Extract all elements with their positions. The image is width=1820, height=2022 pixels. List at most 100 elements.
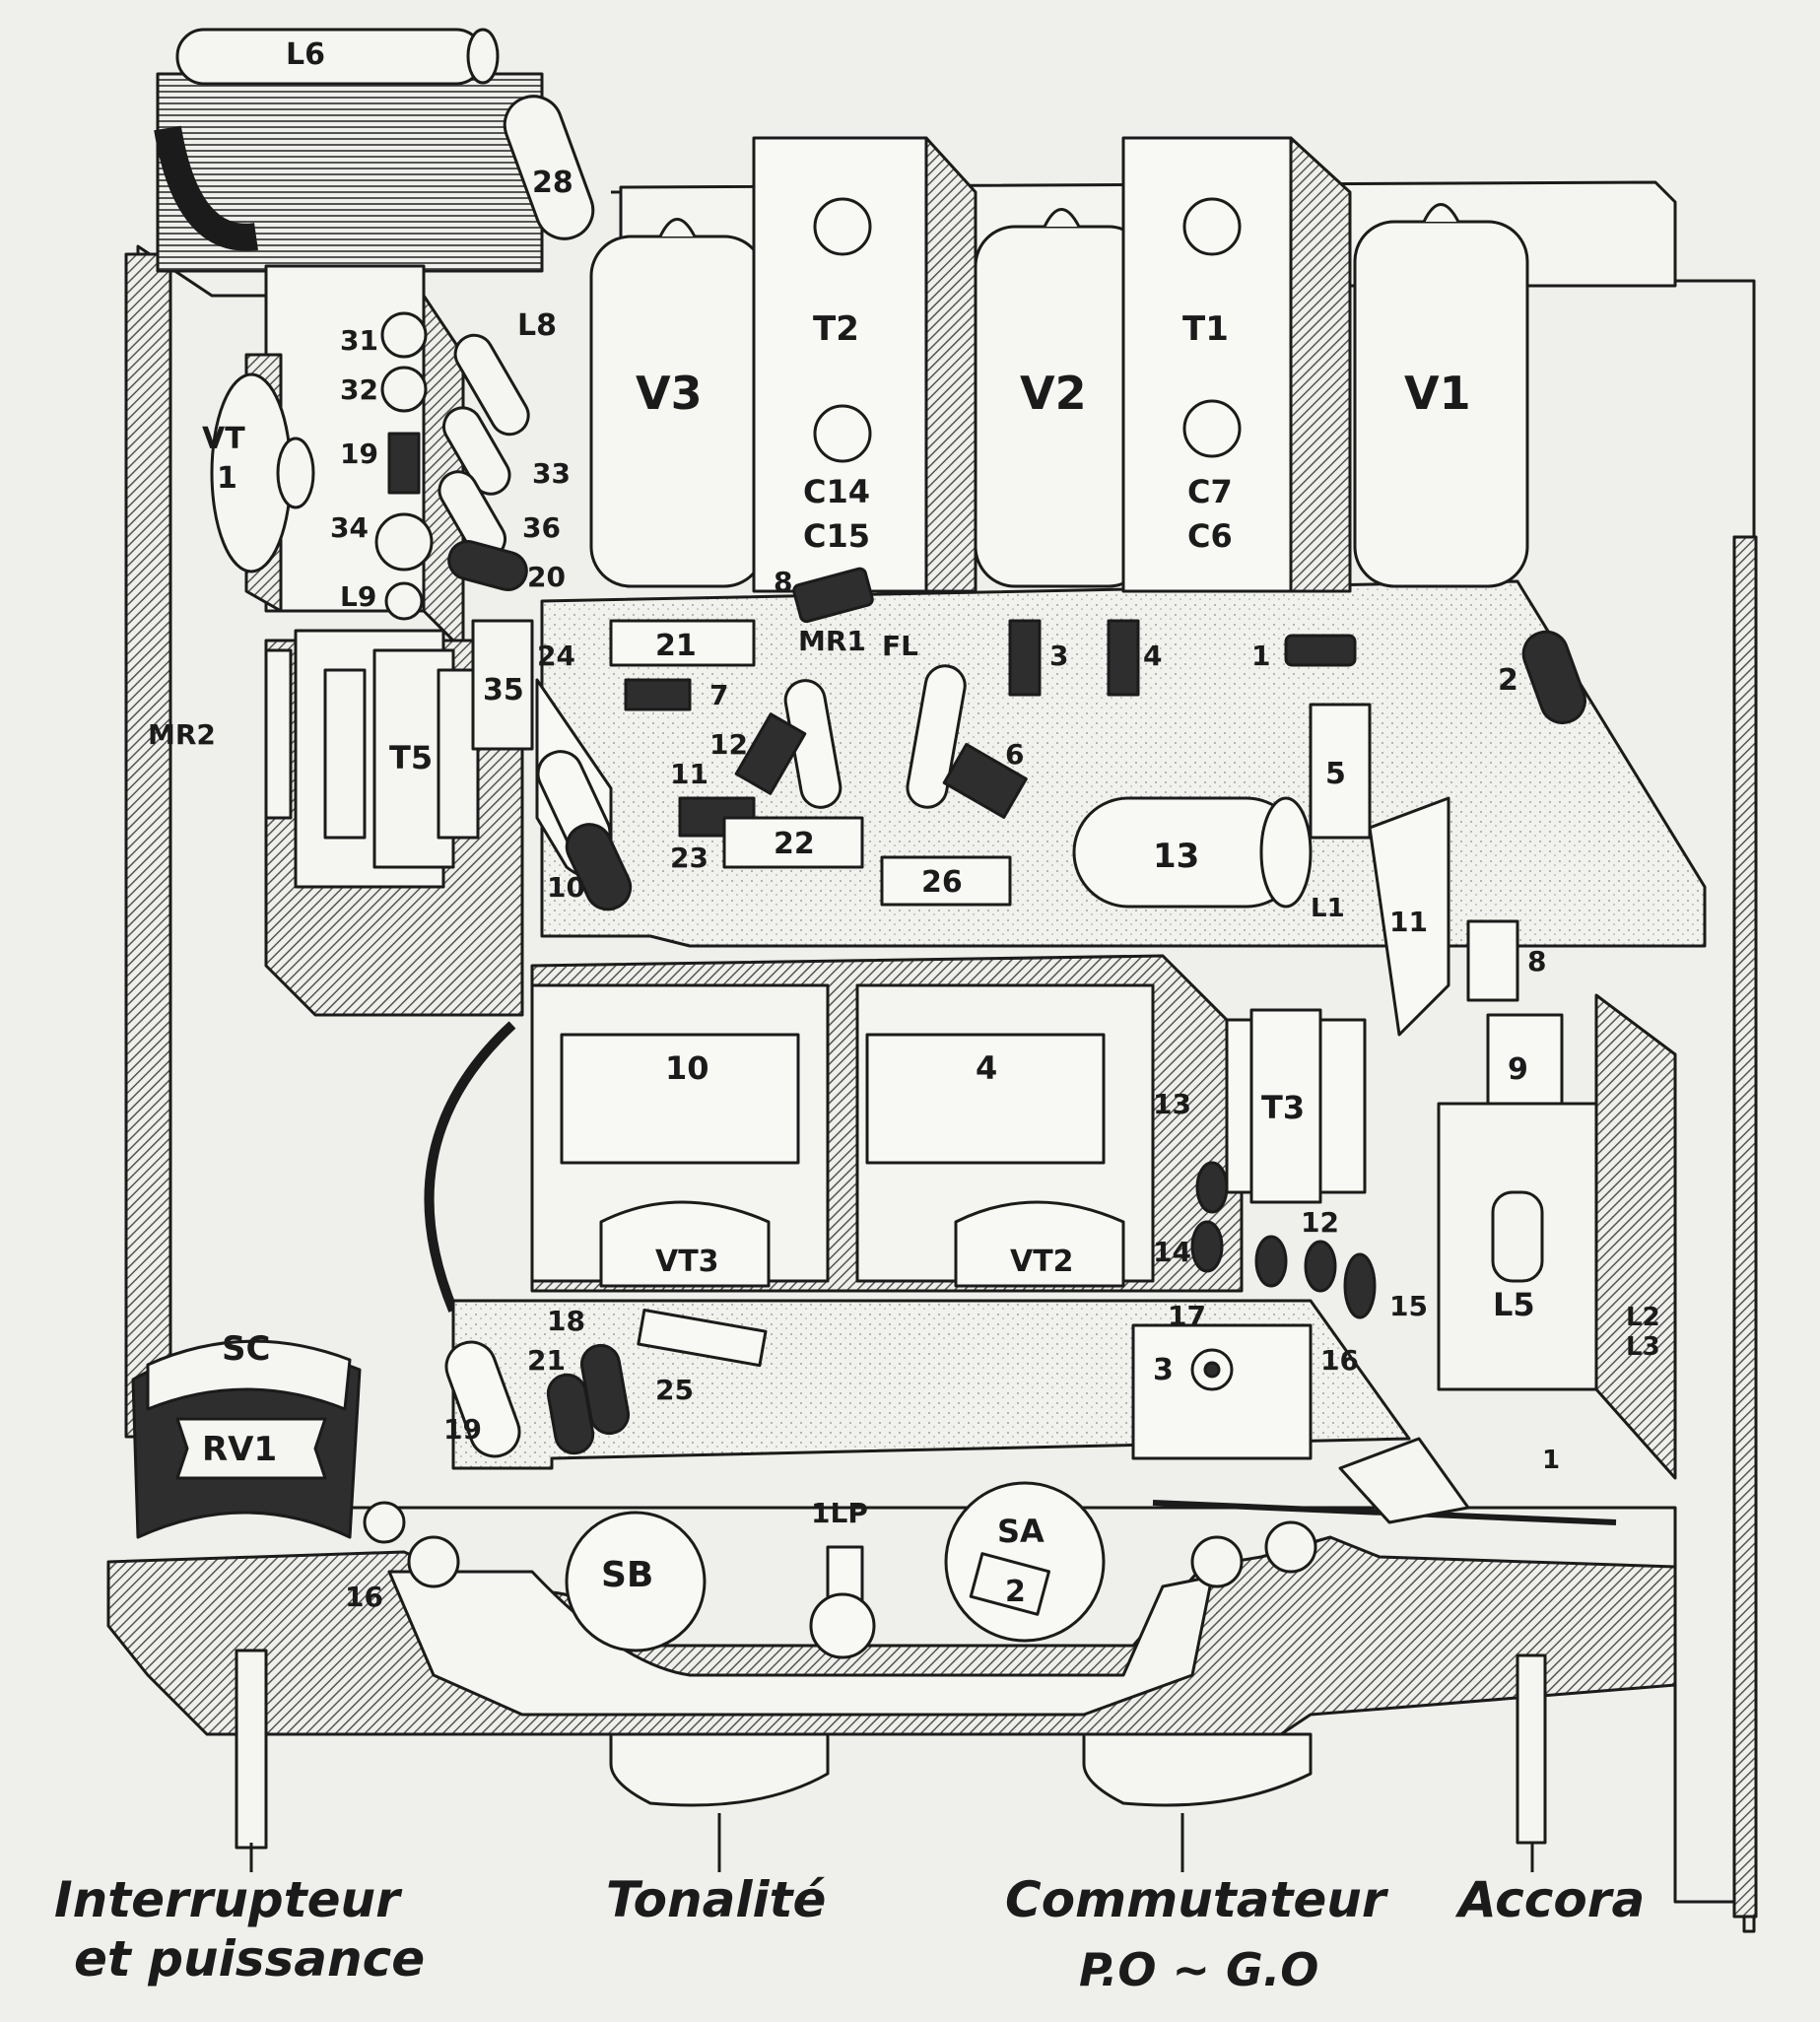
label-l9: L9 — [340, 580, 376, 613]
captions: Interrupteur et puissance Tonalité Commu… — [54, 1871, 1645, 1996]
labels: L6 28 V3 V2 V1 T2 T1 C14 C15 C7 C6 31 32… — [148, 37, 1660, 1613]
label-19-top: 19 — [340, 438, 378, 470]
label-l3: L3 — [1626, 1332, 1660, 1362]
shaft-accord — [1516, 1653, 1547, 1845]
label-vt2: VT2 — [1010, 1245, 1074, 1279]
label-1lp: 1LP — [811, 1497, 868, 1529]
valve-v1 — [1353, 203, 1529, 588]
label-35: 35 — [483, 673, 524, 708]
label-rv1: RV1 — [202, 1430, 277, 1469]
label-10-mid: 10 — [665, 1049, 709, 1087]
label-33: 33 — [532, 457, 571, 490]
resistor-35 — [471, 619, 534, 751]
label-9: 9 — [1508, 1052, 1528, 1087]
right-side-panel — [1732, 535, 1758, 1919]
label-2-top: 2 — [1498, 663, 1518, 698]
label-32: 32 — [340, 373, 378, 406]
switch-sb — [565, 1511, 707, 1652]
label-c14: C14 — [803, 473, 870, 510]
label-12-top: 12 — [709, 728, 748, 761]
label-22: 22 — [774, 827, 815, 861]
label-t1: T1 — [1182, 309, 1229, 349]
label-vt1-b: 1 — [217, 461, 237, 496]
label-l6: L6 — [286, 37, 325, 72]
label-t2: T2 — [813, 309, 859, 349]
label-24: 24 — [537, 640, 575, 672]
label-14: 14 — [1153, 1236, 1191, 1268]
component-28 — [503, 95, 595, 240]
label-8-top: 8 — [774, 566, 792, 598]
label-v1: V1 — [1404, 367, 1471, 420]
label-31: 31 — [340, 324, 378, 357]
label-sc: SC — [222, 1329, 270, 1369]
label-25: 25 — [655, 1374, 694, 1406]
label-16-mid: 16 — [1320, 1344, 1359, 1377]
vt1-speaker-transformer — [210, 353, 315, 613]
label-5: 5 — [1325, 757, 1346, 791]
left-side-panel — [124, 252, 172, 1439]
transformer-t5 — [264, 629, 524, 1017]
label-8-mid: 8 — [1527, 945, 1546, 977]
caption-commutateur-line2: P.O ~ G.O — [1079, 1943, 1318, 1996]
label-6: 6 — [1005, 738, 1024, 771]
label-t5: T5 — [389, 739, 433, 776]
valve-v3 — [589, 218, 766, 588]
shaft-interrupteur — [235, 1649, 268, 1850]
transformer-t2 — [752, 136, 977, 593]
label-v3: V3 — [636, 367, 703, 420]
label-34: 34 — [330, 511, 369, 544]
dial-drum — [424, 1021, 516, 1313]
label-vt1-a: VT — [202, 422, 245, 456]
label-12-mid: 12 — [1301, 1206, 1339, 1239]
label-fl: FL — [882, 630, 918, 662]
coil-13 — [1072, 796, 1313, 909]
label-l5: L5 — [1493, 1286, 1535, 1323]
dial-lamp-1lp — [809, 1545, 876, 1659]
label-l1: L1 — [1311, 894, 1345, 923]
label-3: 3 — [1049, 640, 1068, 672]
label-13-mid: 13 — [1153, 1088, 1191, 1120]
label-t3: T3 — [1261, 1089, 1305, 1126]
caption-commutateur-line1: Commutateur — [1005, 1871, 1389, 1928]
label-v2: V2 — [1020, 367, 1087, 420]
transformer-t1 — [1121, 136, 1352, 593]
switch-sa — [944, 1481, 1106, 1643]
label-mr1: MR1 — [798, 625, 866, 657]
label-23: 23 — [670, 842, 708, 874]
caption-tonalite: Tonalité — [606, 1871, 826, 1928]
l6-choke — [154, 28, 544, 273]
label-11-top: 11 — [670, 758, 708, 790]
label-1-top: 1 — [1251, 640, 1270, 672]
label-4: 4 — [1143, 640, 1162, 672]
label-19-bot: 19 — [443, 1413, 482, 1446]
label-11-mid: 11 — [1389, 906, 1428, 938]
label-26: 26 — [921, 865, 963, 900]
knob-commutateur — [1082, 1732, 1313, 1807]
label-l8: L8 — [517, 308, 557, 343]
label-18: 18 — [547, 1305, 585, 1337]
label-28: 28 — [532, 166, 573, 200]
caption-interrupteur-line2: et puissance — [74, 1930, 425, 1988]
label-16-bot: 16 — [345, 1581, 383, 1613]
label-sb: SB — [601, 1555, 653, 1595]
label-21-top: 21 — [655, 629, 697, 663]
label-1-bot: 1 — [1542, 1446, 1560, 1475]
label-13-top: 13 — [1153, 837, 1199, 876]
label-c6: C6 — [1187, 517, 1233, 555]
rv1-potentiometer — [131, 1339, 362, 1539]
label-sa: SA — [997, 1513, 1045, 1550]
label-20: 20 — [527, 561, 566, 593]
label-17: 17 — [1168, 1300, 1206, 1332]
label-7: 7 — [709, 679, 728, 711]
label-36: 36 — [522, 511, 561, 544]
knob-tonalite — [609, 1732, 830, 1807]
label-c7: C7 — [1187, 473, 1233, 510]
label-l2: L2 — [1626, 1303, 1660, 1332]
label-15: 15 — [1389, 1290, 1428, 1322]
label-3-bot: 3 — [1153, 1353, 1174, 1387]
label-mr2: MR2 — [148, 718, 216, 751]
caption-accord: Accora — [1454, 1871, 1645, 1928]
label-2-bot: 2 — [1005, 1575, 1026, 1609]
label-10-top: 10 — [547, 871, 585, 904]
